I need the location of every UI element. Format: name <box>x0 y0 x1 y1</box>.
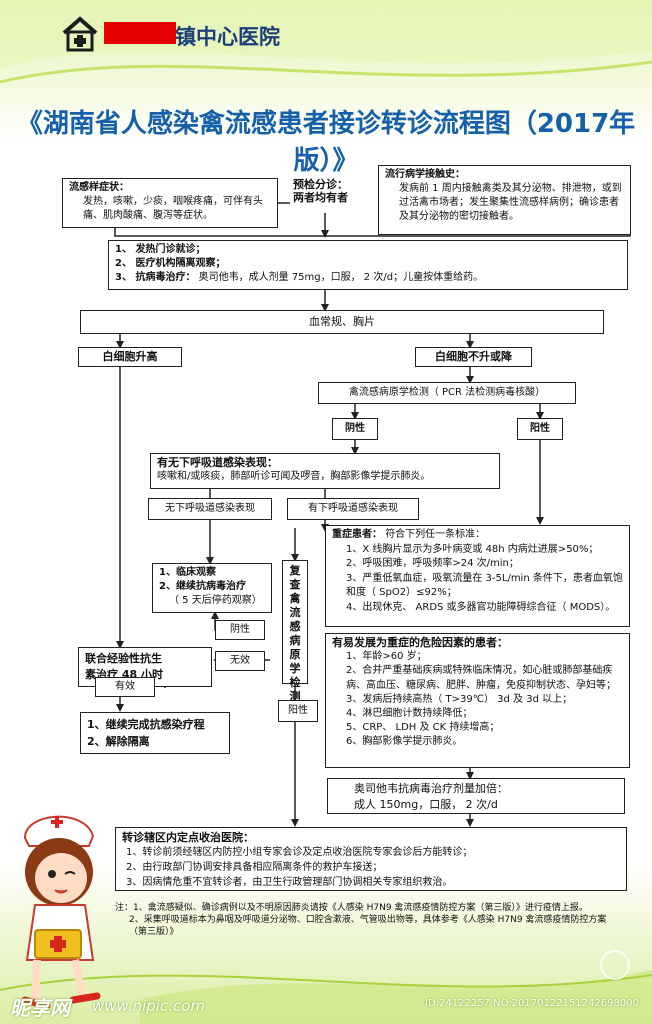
severe-title: 重症患者： <box>332 529 382 540</box>
risk-item: 1、年龄>60 岁； <box>346 651 427 663</box>
risk-factors-box: 有易发展为重症的危险因素的患者： 1、年龄>60 岁； 2、合并严重基础疾病或特… <box>325 633 630 768</box>
step-2: 2、 医疗机构隔离观察； <box>115 258 226 269</box>
severe-intro: 符合下列任一条标准： <box>385 529 486 540</box>
no-lower-resp-box: 无下呼吸道感染表现 <box>148 498 272 520</box>
continue-line-2: 2、解除隔离 <box>87 735 150 748</box>
footnote-2: 2、采集呼吸道标本为鼻咽及呼吸道分泌物、口腔含漱液、气管吸出物等，具体参考《人感… <box>129 915 607 937</box>
continue-line-1: 1、继续完成抗感染疗程 <box>87 718 205 731</box>
lower-resp-text: 咳嗽和/或咳痰，肺部听诊可闻及啰音，胸部影像学提示肺炎。 <box>157 471 431 482</box>
recheck-box: 复查禽流感病原学检测 <box>282 560 308 703</box>
watermark-id: ID:24122257 NO:20170122151242698000 <box>425 998 639 1009</box>
step-1: 1、 发热门诊就诊； <box>115 244 206 255</box>
risk-item: 5、CRP、 LDH 及 CK 持续增高； <box>346 722 500 734</box>
wbc-elevated-box: 白细胞升高 <box>78 347 182 367</box>
transfer-item: 1、转诊前须经辖区内防控小组专家会诊及定点收治医院专家会诊后方能转诊； <box>126 847 473 858</box>
lower-resp-question-box: 有无下呼吸道感染表现： 咳嗽和/或咳痰，肺部听诊可闻及啰音，胸部影像学提示肺炎。 <box>150 453 500 489</box>
severe-item: 1、X 线胸片显示为多叶病变或 48h 内病灶进展>50%； <box>346 543 599 555</box>
flu-symptoms-box: 流感样症状： 发热，咳嗽，少痰，咽喉疼痛，可伴有头痛、肌肉酸痛、腹泻等症状。 <box>62 178 278 228</box>
watermark-url: www.nipic.com <box>92 997 206 1015</box>
continue-treatment-box: 1、继续完成抗感染疗程 2、解除隔离 <box>80 712 230 754</box>
transfer-title: 转诊辖区内定点收治医院： <box>122 831 254 844</box>
hospital-name: 镇中心医院 <box>175 25 280 49</box>
risk-item: 4、淋巴细胞计数持续降低； <box>346 708 473 720</box>
watermark-brand: 昵享网 <box>10 996 70 1020</box>
combined-line-1: 联合经验性抗生 <box>85 652 162 665</box>
step-3: 3、 抗病毒治疗： 奥司他韦，成人剂量 75mg，口服， 2 次/d；儿童按体重… <box>115 272 484 283</box>
flu-symptoms-title: 流感样症状： <box>69 182 129 193</box>
flu-symptoms-text: 发热，咳嗽，少痰，咽喉疼痛，可伴有头痛、肌肉酸痛、腹泻等症状。 <box>83 196 263 221</box>
dose-line-2: 成人 150mg，口服， 2 次/d <box>354 798 498 811</box>
severe-item: 3、严重低氧血症，吸氧流量在 3-5L/min 条件下，患者血氧饱和度（ SpO… <box>346 572 623 599</box>
initial-steps-box: 1、 发热门诊就诊； 2、 医疗机构隔离观察； 3、 抗病毒治疗： 奥司他韦，成… <box>108 240 628 290</box>
observation-box: 1、临床观察 2、继续抗病毒治疗 （ 5 天后停药观察） <box>152 563 272 613</box>
negative-box: 阴性 <box>332 418 378 440</box>
dose-double-box: 奥司他韦抗病毒治疗剂量加倍： 成人 150mg，口服， 2 次/d <box>327 778 625 814</box>
risk-item: 3、发病后持续高热（ T>39℃） 3d 及 3d 以上； <box>346 693 573 705</box>
epi-history-text: 发病前 1 周内接触禽类及其分泌物、排泄物，或到过活禽市场者；发生聚集性流感样病… <box>399 183 622 222</box>
no-effect-label: 无效 <box>215 651 265 671</box>
transfer-box: 转诊辖区内定点收治医院： 1、转诊前须经辖区内防控小组专家会诊及定点收治医院专家… <box>115 827 627 891</box>
lower-resp-title: 有无下呼吸道感染表现： <box>157 456 278 469</box>
negative-recheck-label: 阴性 <box>215 620 265 640</box>
observe-line-3: （ 5 天后停药观察） <box>169 595 262 606</box>
redacted-name <box>104 22 176 44</box>
observe-line-1: 1、临床观察 <box>159 567 216 578</box>
blood-test-box: 血常规、胸片 <box>80 310 604 334</box>
severe-patient-box: 重症患者： 符合下列任一条标准： 1、X 线胸片显示为多叶病变或 48h 内病灶… <box>325 525 630 627</box>
dose-line-1: 奥司他韦抗病毒治疗剂量加倍： <box>354 782 508 795</box>
wbc-not-elevated-box: 白细胞不升或降 <box>415 347 532 367</box>
footnotes: 注：1、禽流感疑似、确诊病例以及不明原因肺炎请按《人感染 H7N9 禽流感疫情防… <box>115 902 615 938</box>
risk-title: 有易发展为重症的危险因素的患者： <box>332 636 508 649</box>
transfer-item: 2、由行政部门协调安排具备相应隔离条件的救护车接送； <box>126 862 383 873</box>
epi-history-title: 流行病学接触史： <box>385 169 465 180</box>
pcr-test-box: 禽流感病原学检测（ PCR 法检测病毒核酸） <box>318 382 576 404</box>
risk-item: 6、胸部影像学提示肺炎。 <box>346 736 463 748</box>
severe-item: 2、呼吸困难，呼吸频率>24 次/min； <box>346 558 519 569</box>
risk-item: 2、合并严重基础疾病或特殊临床情况，如心脏或肺部基础疾病、高血压、糖尿病、肥胖、… <box>346 665 616 691</box>
transfer-item: 3、因病情危重不宜转诊者，由卫生行政管理部门协调相关专家组织救治。 <box>126 877 453 888</box>
epi-history-box: 流行病学接触史： 发病前 1 周内接触禽类及其分泌物、排泄物，或到过活禽市场者；… <box>378 165 631 235</box>
positive-box: 阳性 <box>517 418 563 440</box>
hospital-logo-icon <box>62 16 98 52</box>
footnote-1: 注：1、禽流感疑似、确诊病例以及不明原因肺炎请按《人感染 H7N9 禽流感疫情防… <box>115 903 588 913</box>
severe-item: 4、出现休克、 ARDS 或多器官功能障碍综合征（ MODS）。 <box>346 601 616 613</box>
observe-line-2: 2、继续抗病毒治疗 <box>159 581 246 592</box>
nurse-illustration-icon <box>21 815 101 1010</box>
positive-recheck-label: 阳性 <box>278 700 318 722</box>
effective-label: 有效 <box>95 677 155 697</box>
triage-label: 预检分诊：两者均有者 <box>293 178 348 204</box>
has-lower-resp-box: 有下呼吸道感染表现 <box>287 498 419 520</box>
page-title: 《湖南省人感染禽流感患者接诊转诊流程图（2017年版）》 <box>16 109 636 176</box>
